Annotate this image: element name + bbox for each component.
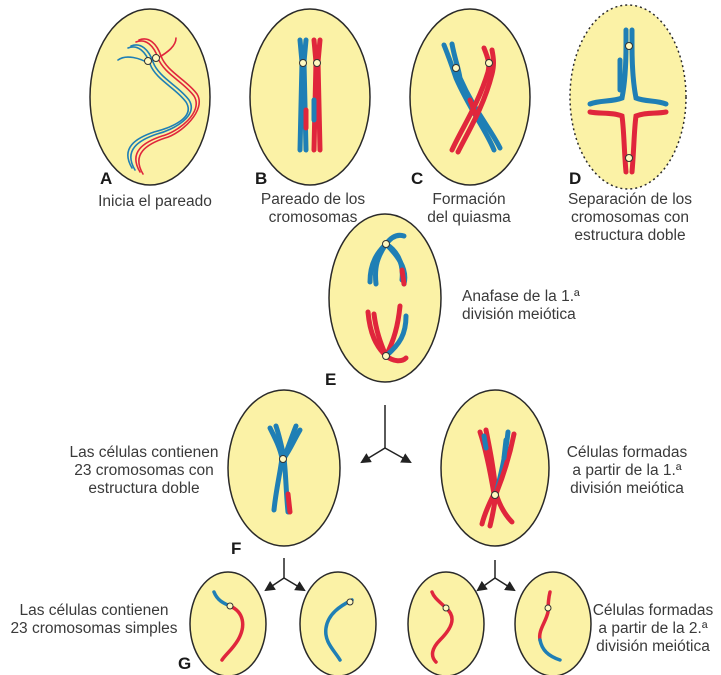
cell-d xyxy=(570,5,686,189)
cell-g-2 xyxy=(300,572,376,675)
label-letter-c: C xyxy=(411,169,423,189)
caption-f-right: Células formadas a partir de la 1.ª divi… xyxy=(557,444,697,498)
caption-g-line-2: 23 cromosomas simples xyxy=(4,620,184,638)
label-letter-b: B xyxy=(255,169,267,189)
cell-a xyxy=(90,9,210,185)
caption-b: Pareado de los cromosomas xyxy=(248,191,378,227)
cell-f-right xyxy=(441,390,549,546)
caption-b-line-2: cromosomas xyxy=(248,209,378,227)
cell-f-left xyxy=(228,390,340,546)
caption-a-line: Inicia el pareado xyxy=(85,193,225,211)
label-letter-g: G xyxy=(178,654,191,674)
label-letter-e: E xyxy=(325,370,336,390)
cell-g-3 xyxy=(408,572,484,675)
caption-f-line-2: 23 cromosomas con xyxy=(58,462,230,480)
cell-b xyxy=(250,9,370,185)
cell-c xyxy=(410,9,530,185)
cell-g-4 xyxy=(515,572,591,675)
caption-e-line-2: división meiótica xyxy=(462,306,612,324)
caption-d-line-2: cromosomas con xyxy=(562,209,698,227)
caption-g: Las células contienen 23 cromosomas simp… xyxy=(4,602,184,638)
caption-g-right-line-3: división meiótica xyxy=(586,638,720,656)
label-letter-f: F xyxy=(231,539,241,559)
caption-d-line-3: estructura doble xyxy=(562,227,698,245)
cell-g-1 xyxy=(190,572,266,675)
caption-d-line-1: Separación de los xyxy=(562,191,698,209)
caption-f-line-3: estructura doble xyxy=(58,480,230,498)
caption-b-line-1: Pareado de los xyxy=(248,191,378,209)
label-letter-a: A xyxy=(100,169,112,189)
caption-d: Separación de los cromosomas con estruct… xyxy=(562,191,698,245)
label-letter-d: D xyxy=(569,169,581,189)
caption-f-line-1: Las células contienen xyxy=(58,444,230,462)
caption-c-line-1: Formación xyxy=(414,191,524,209)
caption-e-line-1: Anafase de la 1.ª xyxy=(462,288,612,306)
caption-g-right-line-2: a partir de la 2.ª xyxy=(586,620,720,638)
caption-c: Formación del quiasma xyxy=(414,191,524,227)
split-arrows-f-left xyxy=(266,558,304,590)
cell-e xyxy=(329,214,441,382)
caption-g-right-line-1: Células formadas xyxy=(586,602,720,620)
caption-e: Anafase de la 1.ª división meiótica xyxy=(462,288,612,324)
caption-g-right: Células formadas a partir de la 2.ª divi… xyxy=(586,602,720,656)
caption-g-line-1: Las células contienen xyxy=(4,602,184,620)
caption-f-right-line-3: división meiótica xyxy=(557,480,697,498)
caption-a: Inicia el pareado xyxy=(85,193,225,211)
split-arrows-f-right xyxy=(478,560,514,590)
caption-f-right-line-1: Células formadas xyxy=(557,444,697,462)
caption-f-right-line-2: a partir de la 1.ª xyxy=(557,462,697,480)
split-arrows-e xyxy=(362,405,410,462)
caption-f: Las células contienen 23 cromosomas con … xyxy=(58,444,230,498)
caption-c-line-2: del quiasma xyxy=(414,209,524,227)
